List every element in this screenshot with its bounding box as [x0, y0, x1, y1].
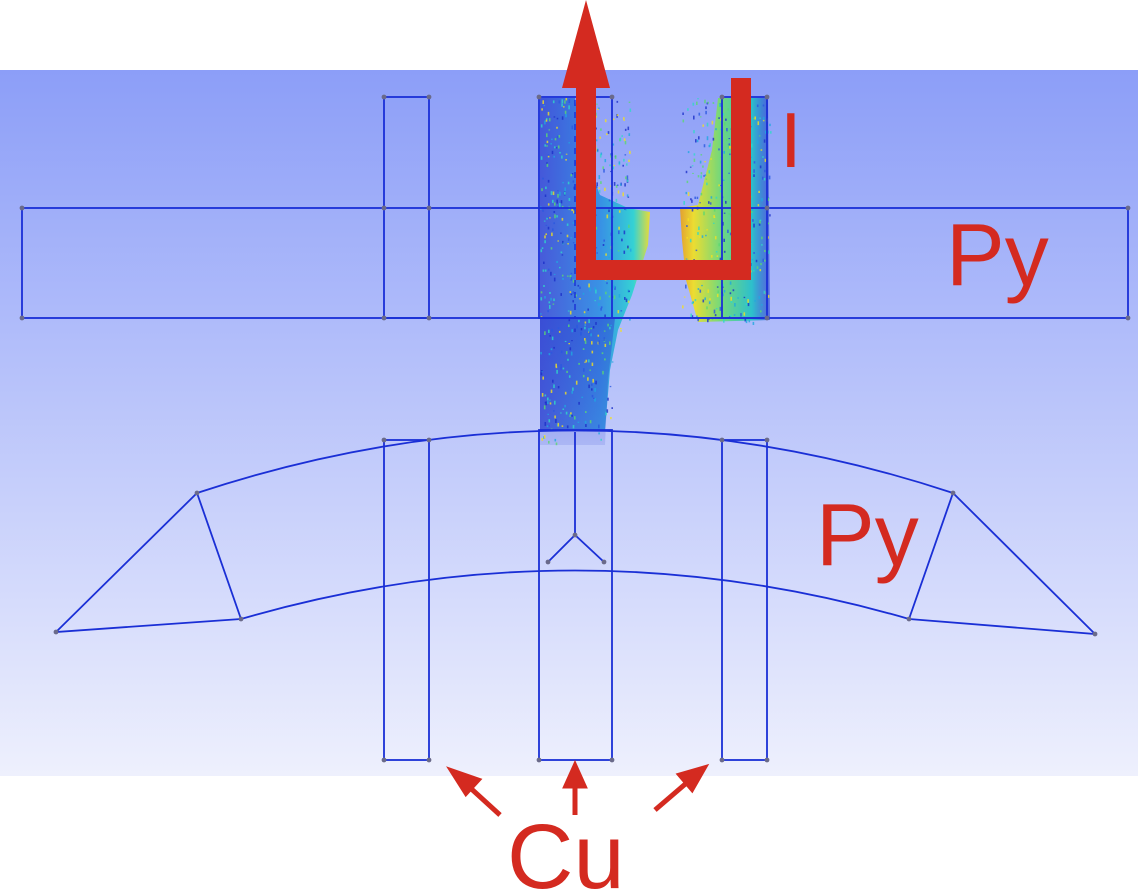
py-arch-inner [240, 569, 910, 620]
cu-pointer-arrows [446, 759, 710, 817]
current-label: I [780, 96, 802, 184]
cu-post-bottom-right [721, 439, 768, 761]
mesh-wireframe [21, 96, 1129, 761]
py-label-top: Py [946, 205, 1049, 304]
cu-post-bottom-center [538, 429, 613, 761]
arrow-up-icon [562, 0, 610, 88]
cu-label: Cu [507, 806, 625, 892]
mesh-nodes [19, 94, 1131, 763]
cu-post-bottom-left [383, 439, 430, 761]
current-path [576, 70, 751, 280]
arrow-icon [653, 778, 692, 812]
py-label-bottom: Py [816, 485, 919, 584]
current-path-indicator [562, 0, 751, 280]
